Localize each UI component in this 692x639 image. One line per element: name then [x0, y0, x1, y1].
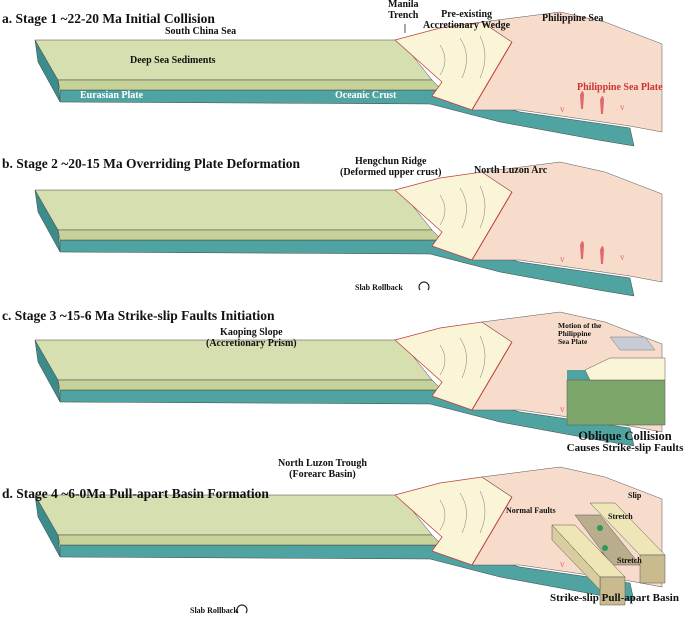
caption-pull-apart-basin: Strike-slip Pull-apart Basin	[550, 592, 679, 604]
motion-line-2: Philippine	[558, 328, 591, 338]
hengchun-line-1: Hengchun Ridge	[355, 156, 427, 167]
wedge-line-1: Pre-existing	[441, 9, 493, 20]
label-north-luzon-arc: North Luzon Arc	[474, 165, 548, 176]
stage-a-title: a. Stage 1 ~22-20 Ma Initial Collision	[2, 11, 215, 26]
stage-b-block	[34, 161, 663, 297]
label-stretch-2: Stretch	[617, 556, 642, 565]
label-slip: Slip	[628, 491, 642, 500]
label-slab-rollback-b: Slab Rollback	[355, 283, 403, 292]
label-kaoping-slope: Kaoping Slope(Accretionary Prism)	[206, 327, 297, 349]
trough-line-1: North Luzon Trough	[278, 458, 367, 469]
stage-b-title: b. Stage 2 ~20-15 Ma Overriding Plate De…	[2, 156, 300, 171]
manila-line-1: Manila	[388, 0, 419, 10]
caption-line-1: Oblique Collision	[578, 429, 672, 443]
motion-line-1: Motion of the	[558, 321, 602, 330]
label-hengchun-ridge: Hengchun Ridge(Deformed upper crust)	[340, 156, 442, 178]
trough-line-2: (Forearc Basin)	[289, 468, 356, 480]
label-normal-faults: Normal Faults	[506, 506, 556, 515]
hengchun-line-2: (Deformed upper crust)	[340, 166, 442, 178]
label-stretch-1: Stretch	[608, 512, 633, 521]
wedge-line-2: Accretionary Wedge	[423, 19, 511, 31]
slab-rollback-arrow-b	[418, 281, 430, 291]
kaoping-line-2: (Accretionary Prism)	[206, 337, 297, 349]
stage-c-title: c. Stage 3 ~15-6 Ma Strike-slip Faults I…	[2, 308, 275, 323]
caption-line-2: Causes Strike-slip Faults	[566, 442, 684, 455]
label-south-china-sea: South China Sea	[165, 26, 237, 37]
label-philippine-sea-plate: Philippine Sea Plate	[577, 82, 663, 93]
label-eurasian-plate: Eurasian Plate	[80, 90, 144, 101]
motion-line-3: Sea Plate	[558, 336, 588, 346]
stage-a-block	[34, 11, 663, 147]
label-slab-rollback-d: Slab Rollback	[190, 606, 238, 615]
manila-line-2: Trench	[388, 9, 419, 21]
label-north-luzon-trough: North Luzon Trough(Forearc Basin)	[278, 458, 367, 480]
slab-rollback-arrow-d	[236, 604, 248, 614]
label-oceanic-crust: Oceanic Crust	[335, 90, 397, 101]
label-deep-sea-sediments: Deep Sea Sediments	[130, 55, 216, 66]
stage-d-title: d. Stage 4 ~6-0Ma Pull-apart Basin Forma…	[2, 486, 269, 501]
kaoping-line-1: Kaoping Slope	[220, 327, 283, 338]
label-philippine-sea: Philippine Sea	[542, 13, 604, 24]
